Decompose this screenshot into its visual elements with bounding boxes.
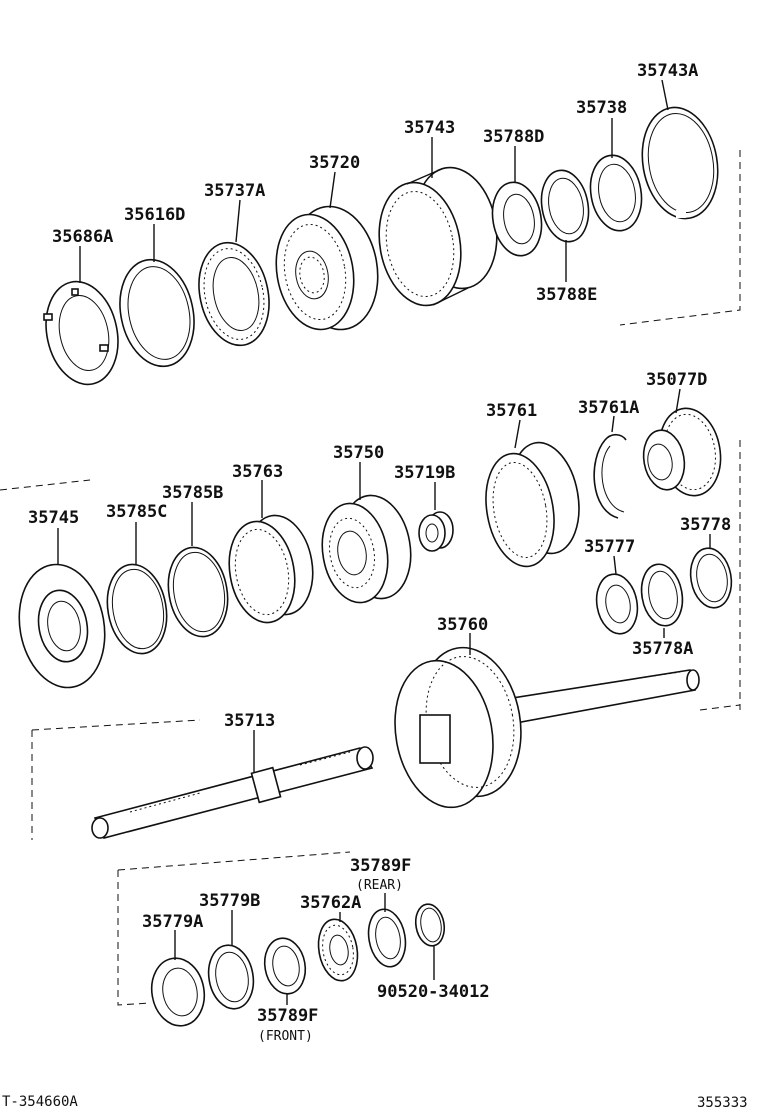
part-35743A-snap-ring[interactable] <box>634 101 726 224</box>
label-35738: 35738 <box>576 98 627 118</box>
part-35077D-hub[interactable] <box>639 403 727 500</box>
label-90520-34012: 90520-34012 <box>377 982 490 1002</box>
label-rear-note: (REAR) <box>356 878 403 893</box>
part-35750-planetary-gear-unit[interactable] <box>315 490 419 608</box>
label-35761A: 35761A <box>578 398 639 418</box>
label-35743A: 35743A <box>637 61 698 81</box>
part-35713-input-shaft[interactable] <box>91 746 374 839</box>
label-35779B: 35779B <box>199 891 260 911</box>
part-35761A-snap-ring[interactable] <box>593 433 627 519</box>
label-35763: 35763 <box>232 462 283 482</box>
label-35713: 35713 <box>224 711 275 731</box>
label-35789F-rear: 35789F <box>350 856 411 876</box>
label-35778A: 35778A <box>632 639 693 659</box>
part-35686A-thrust-washer[interactable] <box>37 275 127 391</box>
part-35761-ring-gear[interactable] <box>478 437 588 572</box>
label-35686A: 35686A <box>52 227 113 247</box>
label-35743: 35743 <box>404 118 455 138</box>
part-35785B-snap-ring[interactable] <box>162 543 235 642</box>
footer: T-354660A 355333 <box>2 1094 748 1111</box>
part-35788D-bearing-race[interactable] <box>487 178 547 259</box>
label-35788D: 35788D <box>483 127 544 147</box>
part-35779B-bearing[interactable] <box>204 942 258 1013</box>
part-35779A-bearing-race[interactable] <box>146 954 209 1030</box>
part-35760-output-shaft-carrier[interactable] <box>384 639 700 815</box>
label-35077D: 35077D <box>646 370 707 390</box>
part-35762A-thrust-bearing[interactable] <box>314 916 362 984</box>
part-labels: 35743A 35738 35743 35788D 35720 35737A 3… <box>28 61 731 1044</box>
part-35737A-thrust-bearing[interactable] <box>190 236 278 352</box>
label-35779A: 35779A <box>142 912 203 932</box>
part-35788E-bearing-race[interactable] <box>536 167 594 246</box>
page-code: 355333 <box>697 1095 748 1111</box>
label-35762A: 35762A <box>300 893 361 913</box>
part-35778A-bearing[interactable] <box>637 561 687 629</box>
part-35785C-snap-ring[interactable] <box>101 560 174 659</box>
label-front-note: (FRONT) <box>258 1029 313 1044</box>
label-35737A: 35737A <box>204 181 265 201</box>
label-35777: 35777 <box>584 537 635 557</box>
label-35785C: 35785C <box>106 502 167 522</box>
leader-lines <box>57 79 711 1005</box>
part-35738-thrust-washer[interactable] <box>585 151 647 235</box>
label-35778: 35778 <box>680 515 731 535</box>
label-35719B: 35719B <box>394 463 455 483</box>
part-35777-bearing-race[interactable] <box>592 571 642 637</box>
label-35788E: 35788E <box>536 285 597 305</box>
part-35743-ring-gear[interactable] <box>370 161 506 312</box>
part-35763-ring-gear[interactable] <box>222 510 321 628</box>
label-35789F-front: 35789F <box>257 1006 318 1026</box>
label-35745: 35745 <box>28 508 79 528</box>
label-35720: 35720 <box>309 153 360 173</box>
part-35719B-bearing[interactable] <box>418 511 454 552</box>
part-35789F-front-race[interactable] <box>260 935 309 997</box>
part-35745-flange[interactable] <box>10 558 114 695</box>
part-35778-bearing-race[interactable] <box>686 545 736 611</box>
diagram-code: T-354660A <box>2 1094 78 1110</box>
part-90520-34012-snap-ring[interactable] <box>413 902 448 948</box>
label-35761: 35761 <box>486 401 537 421</box>
label-35785B: 35785B <box>162 483 223 503</box>
assembly-guide-lines <box>0 150 741 1006</box>
label-35616D: 35616D <box>124 205 185 225</box>
part-35616D-snap-ring[interactable] <box>111 253 204 374</box>
label-35750: 35750 <box>333 443 384 463</box>
part-35789F-rear-race[interactable] <box>364 906 410 969</box>
label-35760: 35760 <box>437 615 488 635</box>
part-35720-planetary-gear-unit[interactable] <box>268 200 388 337</box>
